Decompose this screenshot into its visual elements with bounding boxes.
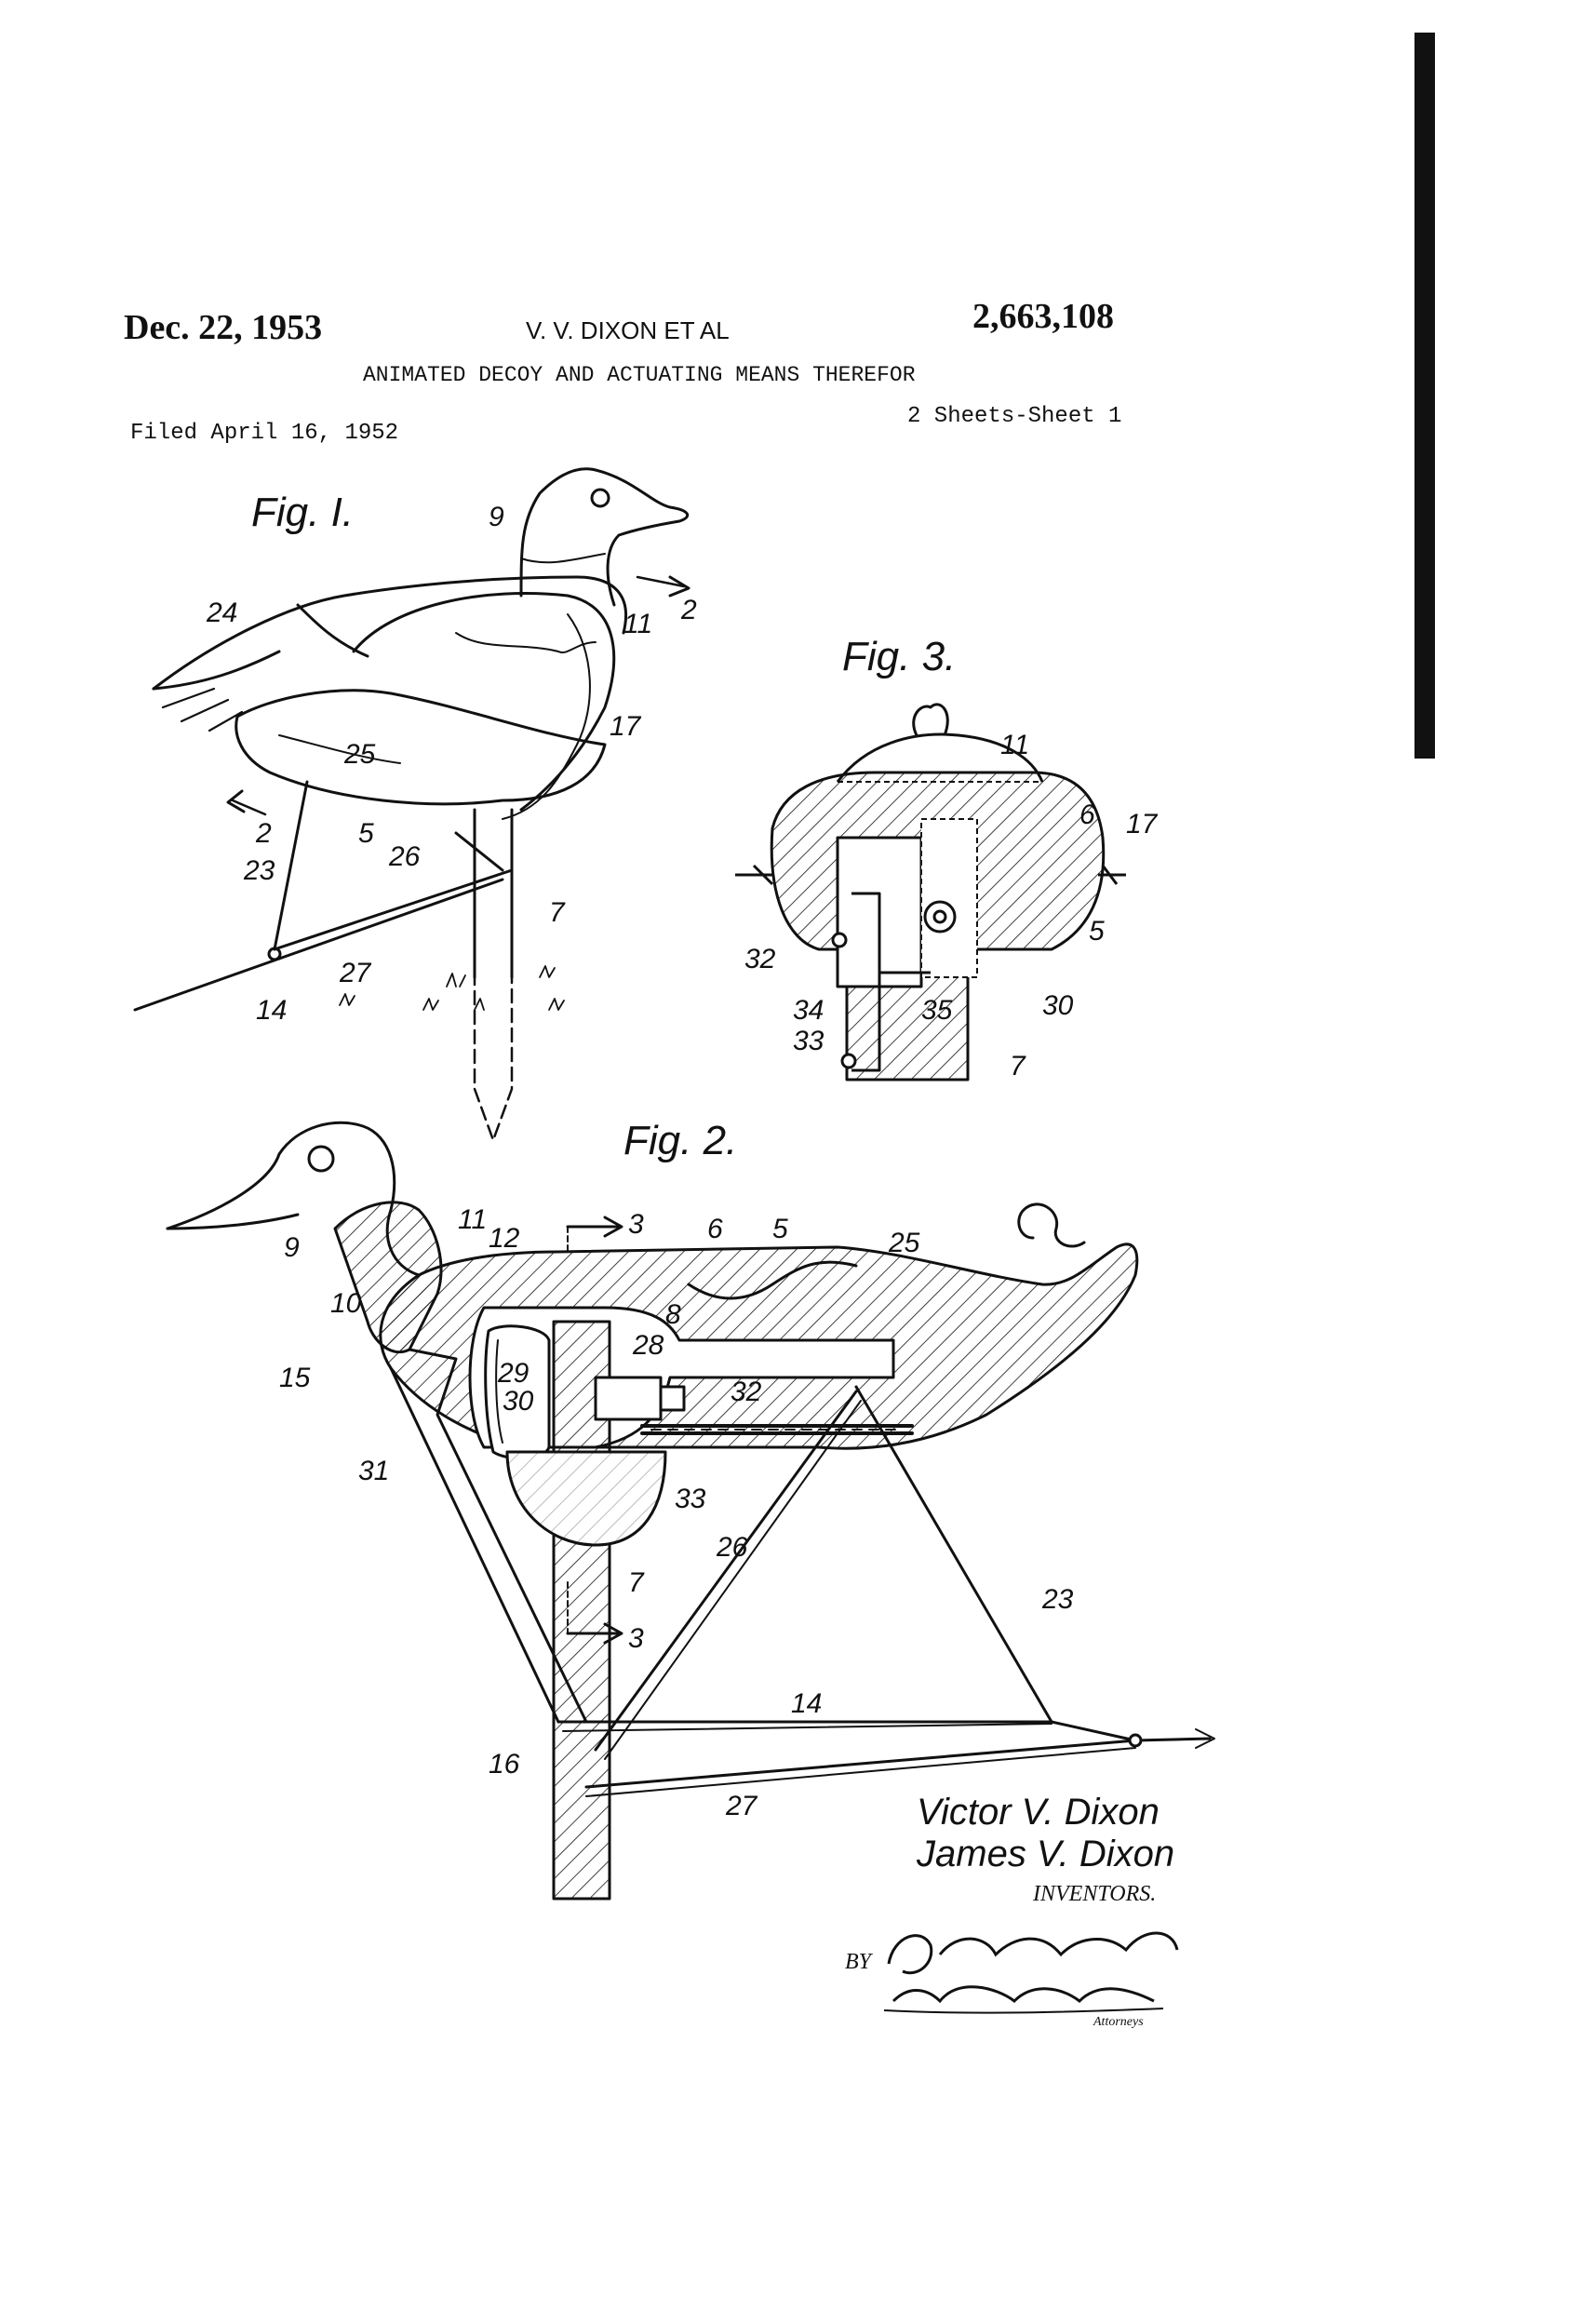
filed-date: Filed April 16, 1952 [130,421,399,446]
fig3-ref: 6 [1079,799,1095,830]
fig3-ref: 33 [793,1026,825,1056]
attorneys-label: Attorneys [1093,2015,1144,2029]
patent-title: ANIMATED DECOY AND ACTUATING MEANS THERE… [363,363,916,387]
fig1-ref: 2 [255,818,272,849]
fig3-captions: Fig. 3. 11 6 17 5 32 30 34 35 33 7 [744,634,1159,1081]
fig2-ref: 3 [628,1209,644,1240]
fig2-ref: 28 [632,1330,664,1361]
fig2-ref: 33 [675,1484,706,1514]
fig2-ref: 3 [628,1623,644,1654]
fig1-ref: 7 [549,897,566,928]
scan-edge-bar [1414,33,1435,759]
fig3-ref: 34 [793,995,824,1026]
fig2-ref: 26 [716,1532,748,1563]
fig2-ref: 14 [791,1688,822,1719]
inventor-name: James V. Dixon [916,1834,1174,1874]
fig3-ref: 32 [744,944,776,974]
fig2-ref: 32 [731,1377,762,1407]
patent-date: Dec. 22, 1953 [124,308,323,347]
fig3-ref: 30 [1042,990,1074,1021]
fig1-caption: Fig. I. [251,490,354,535]
fig1-ref: 2 [680,595,697,625]
fig1-ref: 24 [206,598,237,628]
fig1-ref: 27 [339,958,372,988]
fig2-ref: 12 [489,1223,520,1254]
fig3-ref: 5 [1089,916,1105,947]
fig2-ref: 7 [628,1567,645,1598]
fig2-ref: 8 [665,1299,681,1330]
sheet-count: 2 Sheets-Sheet 1 [907,404,1122,429]
inventor-name: Victor V. Dixon [917,1792,1160,1833]
fig2-ref: 16 [489,1749,520,1780]
fig2-ref: 31 [358,1456,389,1486]
fig2-ref: 25 [888,1228,920,1258]
fig3-ref: 7 [1010,1051,1026,1081]
fig2-ref: 11 [458,1204,487,1235]
fig2-ref: 10 [330,1288,362,1319]
by-label: BY [845,1950,872,1974]
fig3-caption: Fig. 3. [842,634,956,679]
inventor-header: V. V. DIXON ET AL [526,316,730,344]
fig2-drawing [166,1121,1215,1901]
fig2-ref: 9 [284,1232,300,1263]
fig2-ref: 27 [725,1791,758,1821]
fig3-ref: 17 [1126,809,1159,840]
fig1-ref: 14 [256,995,287,1026]
fig1-ref: 23 [243,855,275,886]
fig1-captions: Fig. I. 9 2 11 24 17 25 5 2 26 23 7 27 1… [206,490,697,1026]
fig3-ref: 11 [1000,730,1029,760]
fig2-ref: 5 [772,1214,788,1244]
fig1-drawing [133,467,690,1142]
inventors-label: INVENTORS. [1033,1882,1157,1906]
fig1-ref: 11 [623,609,652,639]
fig2-captions: Fig. 2. 3 6 5 25 11 12 9 10 8 28 15 29 3… [279,1118,1074,1821]
fig1-ref: 9 [489,502,504,532]
fig2-ref: 29 [497,1358,530,1389]
attorney-signature [883,1931,1179,2014]
fig2-caption: Fig. 2. [623,1118,737,1163]
fig2-ref: 23 [1041,1584,1074,1615]
inventor-block: Victor V. Dixon James V. Dixon [916,1792,1174,1874]
fig1-ref: 5 [358,818,374,849]
fig1-ref: 25 [343,739,376,770]
fig2-ref: 6 [707,1214,723,1244]
fig3-ref: 35 [921,995,953,1026]
fig2-ref: 15 [279,1363,311,1393]
patent-number: 2,663,108 [972,297,1114,336]
fig3-drawing [735,703,1126,1081]
fig2-ref: 30 [503,1386,534,1417]
fig1-ref: 17 [610,711,642,742]
fig1-ref: 26 [388,841,421,872]
